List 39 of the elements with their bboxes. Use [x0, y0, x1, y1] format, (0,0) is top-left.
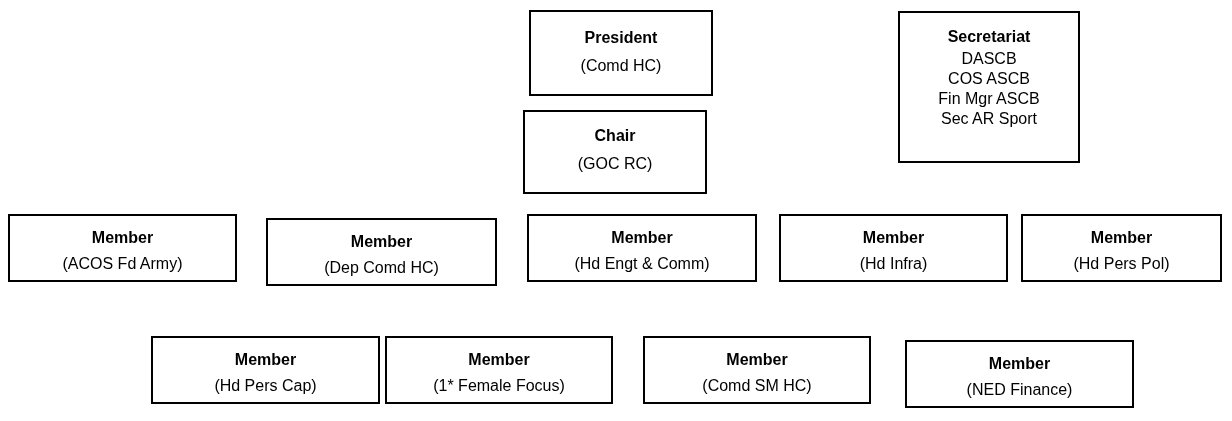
role-title: Member — [611, 228, 673, 248]
role-holder: (Comd SM HC) — [702, 376, 812, 396]
role-box — [779, 214, 1008, 282]
role-holder: Fin Mgr ASCB — [938, 89, 1040, 109]
role-holder: (Hd Pers Pol) — [1073, 254, 1170, 274]
role-box — [529, 10, 713, 96]
role-holder: (Hd Engt & Comm) — [574, 254, 710, 274]
role-title: President — [584, 28, 658, 48]
role-holder: (Comd HC) — [580, 56, 662, 76]
role-box — [1021, 214, 1222, 282]
role-box — [643, 336, 871, 404]
role-holder: (1* Female Focus) — [433, 376, 565, 396]
role-title: Member — [234, 350, 297, 370]
role-title: Member — [1090, 228, 1153, 248]
role-holder: (ACOS Fd Army) — [62, 254, 183, 274]
role-box — [905, 340, 1134, 408]
role-title: Member — [726, 350, 788, 370]
role-box — [898, 11, 1080, 163]
role-holder: (NED Finance) — [966, 380, 1073, 400]
role-holder: (Dep Comd HC) — [324, 258, 439, 278]
role-box — [266, 218, 497, 286]
role-title: Member — [91, 228, 154, 248]
role-title: Member — [350, 232, 413, 252]
role-box — [151, 336, 380, 404]
role-box — [385, 336, 613, 404]
role-title: Member — [468, 350, 530, 370]
role-box — [523, 110, 707, 194]
role-holder: Sec AR Sport — [940, 109, 1037, 129]
role-holder: (Hd Pers Cap) — [214, 376, 317, 396]
role-holder: (GOC RC) — [577, 154, 653, 174]
role-title: Member — [988, 354, 1051, 374]
role-title: Chair — [594, 126, 636, 146]
role-holder: (Hd Infra) — [859, 254, 928, 274]
role-holder: DASCB — [961, 49, 1017, 69]
role-title: Secretariat — [947, 27, 1031, 47]
role-box — [8, 214, 237, 282]
role-title: Member — [862, 228, 925, 248]
role-box — [527, 214, 757, 282]
role-holder: COS ASCB — [948, 69, 1030, 89]
